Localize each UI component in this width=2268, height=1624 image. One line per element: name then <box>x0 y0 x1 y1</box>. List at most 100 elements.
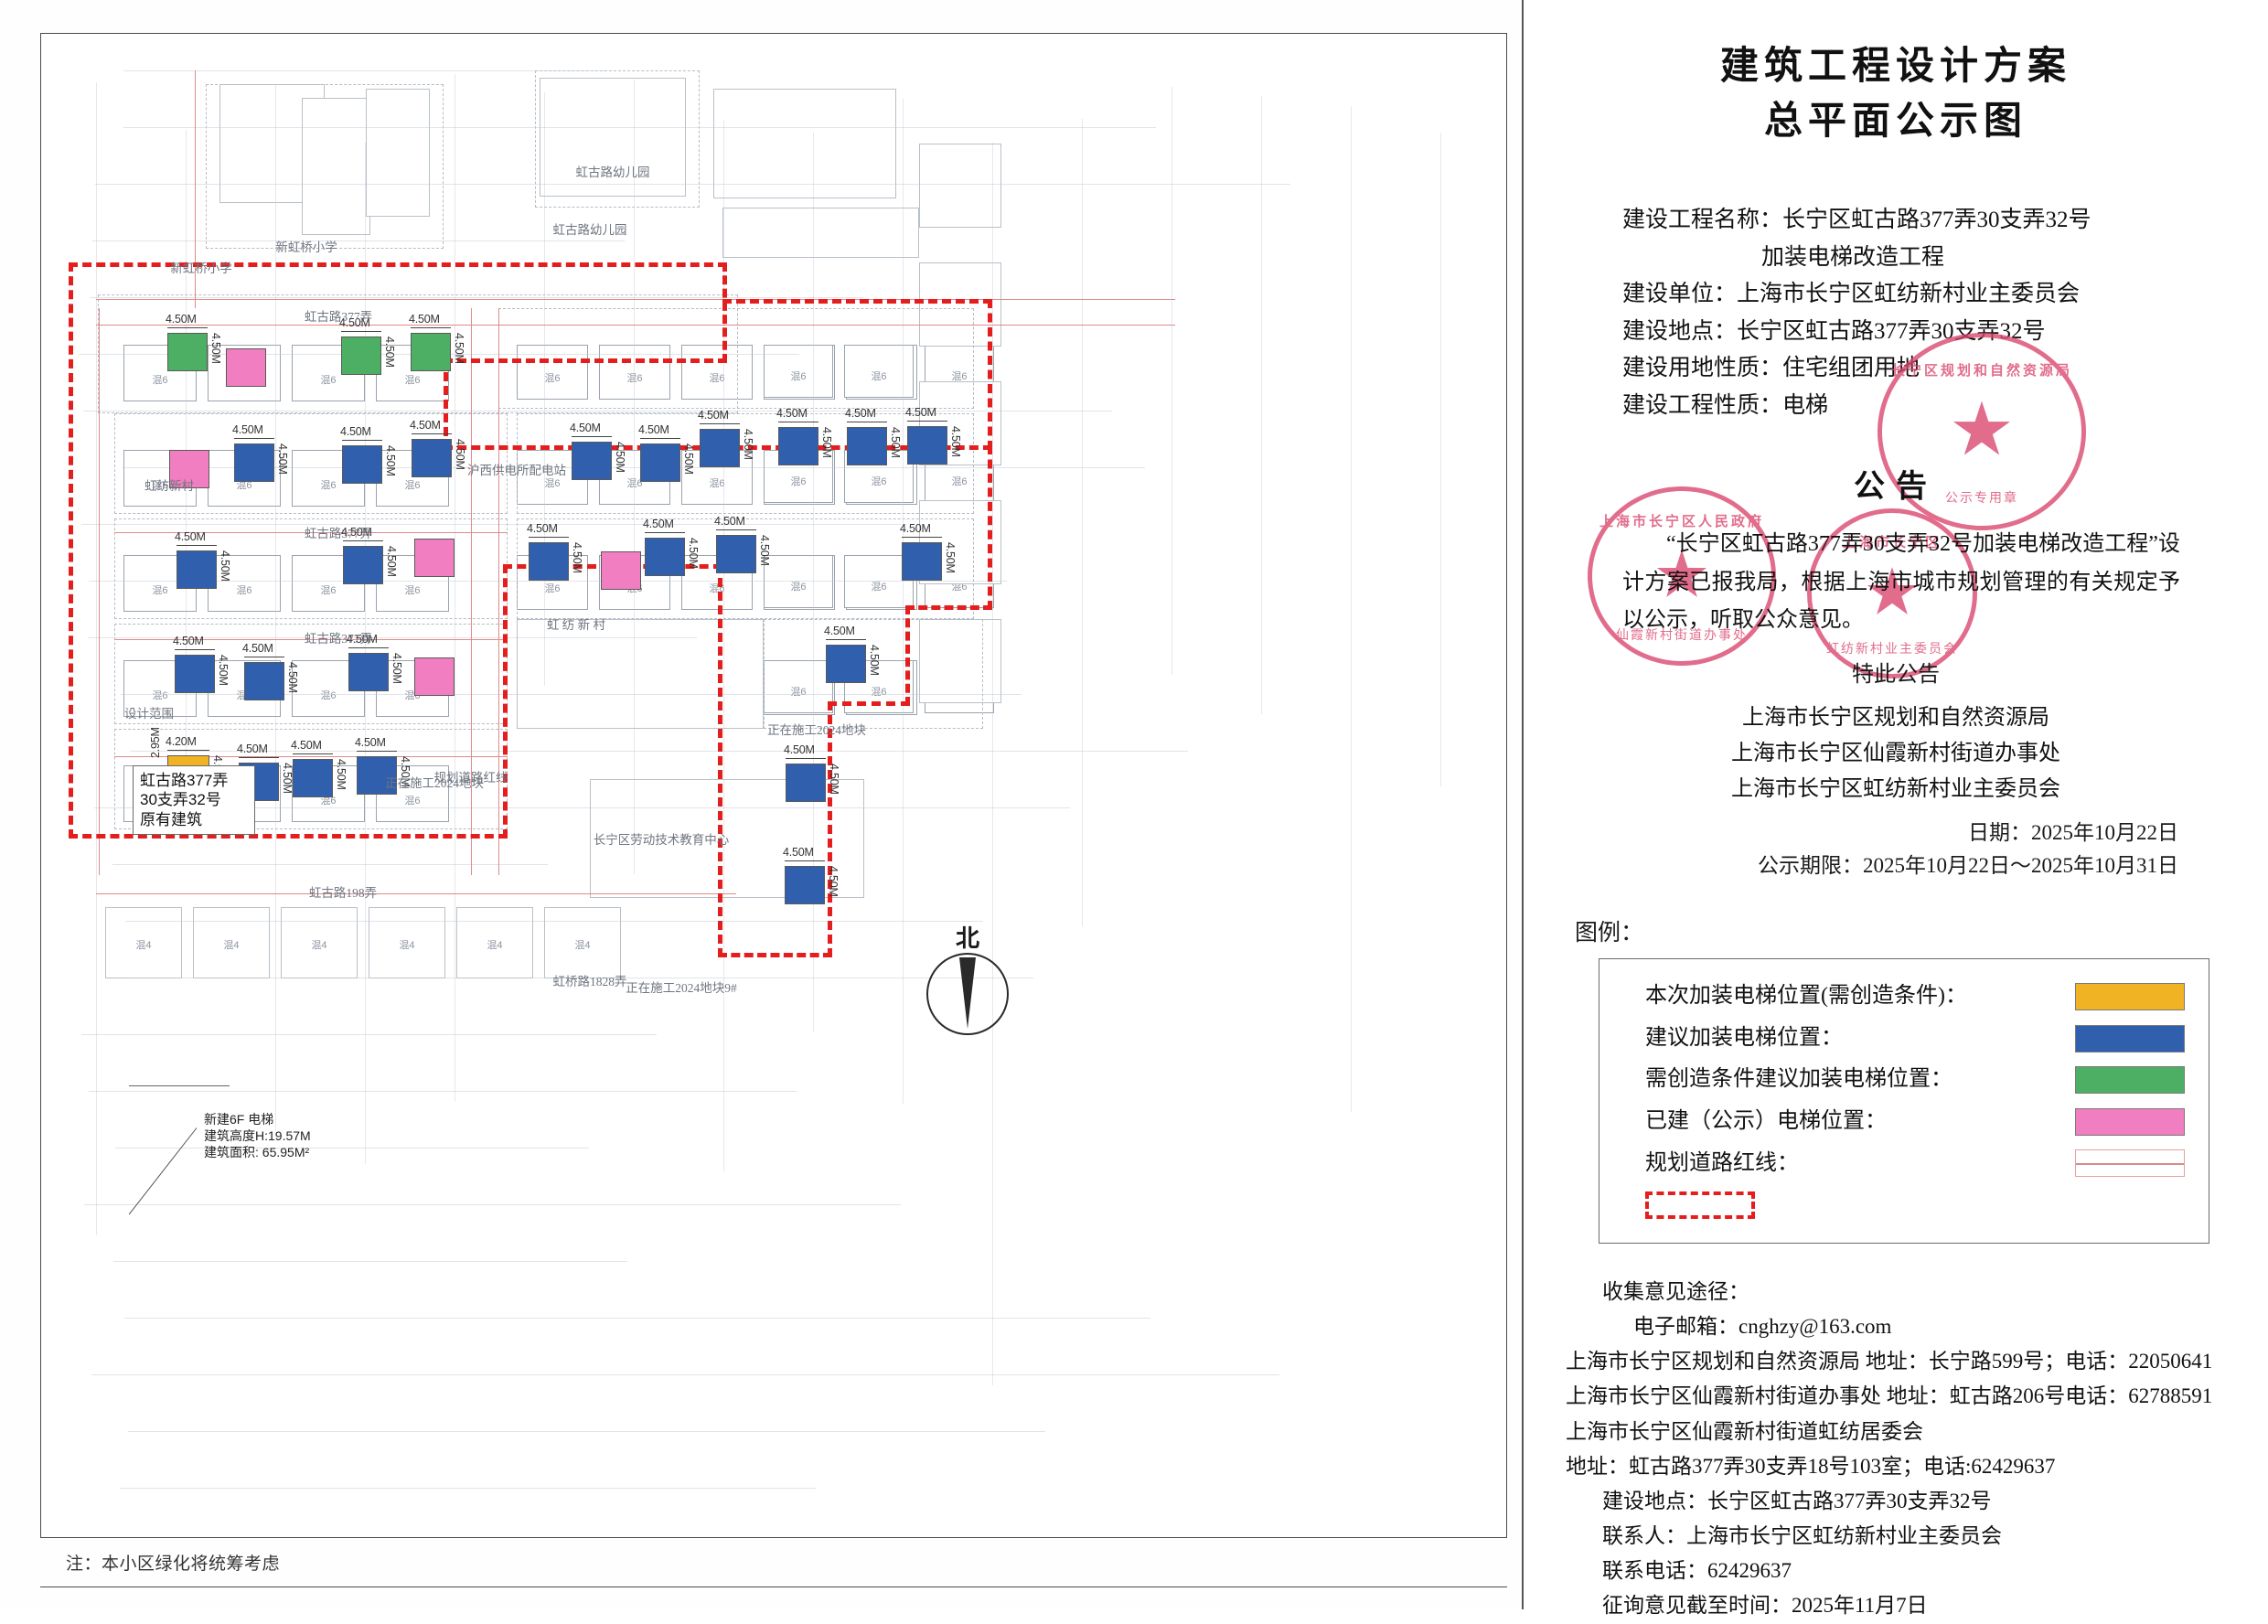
elevator-marker-pink[interactable] <box>601 551 641 590</box>
contour-line <box>113 1261 627 1262</box>
announcement-paragraph: “长宁区虹古路377弄30支弄32号加装电梯改造工程”设计方案已报我局，根据上海… <box>1622 532 2180 632</box>
dimension-bar <box>412 433 452 434</box>
elevator-marker-green[interactable] <box>411 333 451 371</box>
elevator-dimension: 4.20M <box>166 735 197 748</box>
block-label: 混4 <box>223 940 240 951</box>
legend-swatch-gold <box>2075 983 2185 1011</box>
block-label: 混6 <box>790 582 807 593</box>
elevator-dimension: 4.50M <box>410 419 441 432</box>
channels-phone: 联系电话：62429637 <box>1602 1559 1792 1583</box>
elevator-marker-pink[interactable] <box>414 539 455 577</box>
elevator-dimension: 4.50M <box>340 425 371 438</box>
elevator-marker-blue[interactable] <box>847 427 887 465</box>
contour-line <box>123 70 604 71</box>
info-row: 建设工程性质：电梯 <box>1622 388 2268 425</box>
planning-road-redline <box>471 308 473 875</box>
elevator-dimension: 4.50M <box>527 522 558 535</box>
legend-item: 本次加装电梯位置(需创造条件)： <box>1645 976 2185 1018</box>
sheet-title: 建筑工程设计方案 总平面公示图 <box>1524 40 2268 149</box>
dimension-bar <box>645 532 685 533</box>
info-value: 长宁区虹古路377弄30支弄32号 <box>1737 318 2046 344</box>
block-label: 混6 <box>626 478 643 489</box>
elevator-marker-blue[interactable] <box>645 538 685 576</box>
planning-road-redline <box>114 532 508 534</box>
elevator-dimension: 4.50M <box>409 313 440 326</box>
elevator-marker-pink[interactable] <box>414 657 455 696</box>
design-scope-edge <box>905 605 915 706</box>
dimension-bar <box>716 529 756 530</box>
elevator-marker-blue[interactable] <box>244 662 284 700</box>
contour-line <box>122 467 1145 468</box>
dimension-bar <box>902 537 942 538</box>
design-scope-edge <box>444 358 453 450</box>
elevator-marker-blue[interactable] <box>902 542 942 581</box>
contour-line <box>112 864 548 865</box>
elevator-marker-blue[interactable] <box>826 645 866 683</box>
elevator-marker-pink[interactable] <box>169 450 209 488</box>
elevator-marker-blue[interactable] <box>529 542 569 581</box>
elevator-marker-blue[interactable] <box>907 426 947 465</box>
elevator-marker-blue[interactable] <box>412 439 452 477</box>
elevator-marker-blue[interactable] <box>342 445 382 484</box>
north-block <box>722 208 919 258</box>
contour-line <box>92 240 625 241</box>
elevator-dimension: 4.50M <box>355 736 386 749</box>
elevator-dimension: 4.50M <box>824 625 855 637</box>
elevator-marker-green[interactable] <box>167 333 208 371</box>
dimension-bar <box>826 639 866 640</box>
legend-label: 已建（公示）电梯位置： <box>1645 1109 1887 1134</box>
parcel-outline <box>206 84 444 249</box>
block-label: 混6 <box>236 585 252 596</box>
contour-line <box>115 1148 589 1149</box>
elevator-marker-blue[interactable] <box>357 756 397 795</box>
contour-line <box>95 184 1290 185</box>
elevator-marker-blue[interactable] <box>177 550 217 589</box>
south-block <box>544 907 621 978</box>
dimension-bar <box>175 649 215 650</box>
legend-label: 本次加装电梯位置(需创造条件)： <box>1645 984 1967 1009</box>
elevator-dimension: 4.50M <box>166 313 197 326</box>
elevator-marker-blue[interactable] <box>700 429 740 467</box>
channels-email: 电子邮箱：cnghzy@163.com <box>1633 1315 1892 1338</box>
design-scope-edge <box>828 701 837 957</box>
elevator-dimension: 4.50M <box>783 846 814 859</box>
kindergarten-block <box>540 78 686 197</box>
elevator-marker-blue[interactable] <box>778 427 818 465</box>
elevator-marker-blue[interactable] <box>572 442 612 480</box>
design-scope-edge <box>905 605 992 614</box>
elevator-marker-blue[interactable] <box>716 535 756 573</box>
block-label: 混6 <box>152 585 168 596</box>
elevator-marker-green[interactable] <box>341 337 381 375</box>
dimension-bar <box>786 758 826 759</box>
elevator-marker-blue[interactable] <box>786 764 826 802</box>
signer-line: 上海市长宁区仙霞新村街道办事处 <box>1731 741 2060 765</box>
elevator-markers-layer: 4.50M 4.50M 4.50M 4.50M 4.50M 4.50M 4.50M 4.50M… <box>41 34 1506 1537</box>
elevator-dimension: 4.50M <box>242 642 273 655</box>
site-label: 虹纺新村 <box>144 479 194 493</box>
channel-line-2: 上海市长宁区仙霞新村街道虹纺居委会 <box>1566 1419 1923 1443</box>
elevator-marker-blue[interactable] <box>234 443 274 482</box>
elevator-marker-blue[interactable] <box>293 759 333 797</box>
parcel-outline <box>535 70 700 208</box>
contour-line <box>91 1374 1279 1375</box>
planning-road-redline <box>195 70 197 308</box>
info-value: 上海市长宁区虹纺新村业主委员会 <box>1737 282 2081 307</box>
info-value-cont: 加装电梯改造工程 <box>1761 244 1945 270</box>
elevator-marker-blue[interactable] <box>785 866 825 904</box>
contour-line <box>89 1091 797 1092</box>
elevator-marker-blue[interactable] <box>175 655 215 693</box>
parcel-outline <box>114 413 508 514</box>
announcement-period: 公示期限：2025年10月22日～2025年10月31日 <box>1758 854 2178 878</box>
dimension-bar <box>239 757 279 758</box>
contour-line <box>1171 87 1172 675</box>
block-label: 混6 <box>951 476 968 487</box>
elevator-marker-blue[interactable] <box>348 653 389 691</box>
parcel-outline <box>764 619 983 729</box>
dimension-bar <box>234 438 274 439</box>
block-label: 混6 <box>709 478 725 489</box>
site-label: 虹古路377弄 <box>304 632 373 646</box>
elevator-marker-blue[interactable] <box>640 443 680 482</box>
elevator-marker-blue[interactable] <box>343 546 383 584</box>
elevator-marker-pink[interactable] <box>226 348 266 387</box>
